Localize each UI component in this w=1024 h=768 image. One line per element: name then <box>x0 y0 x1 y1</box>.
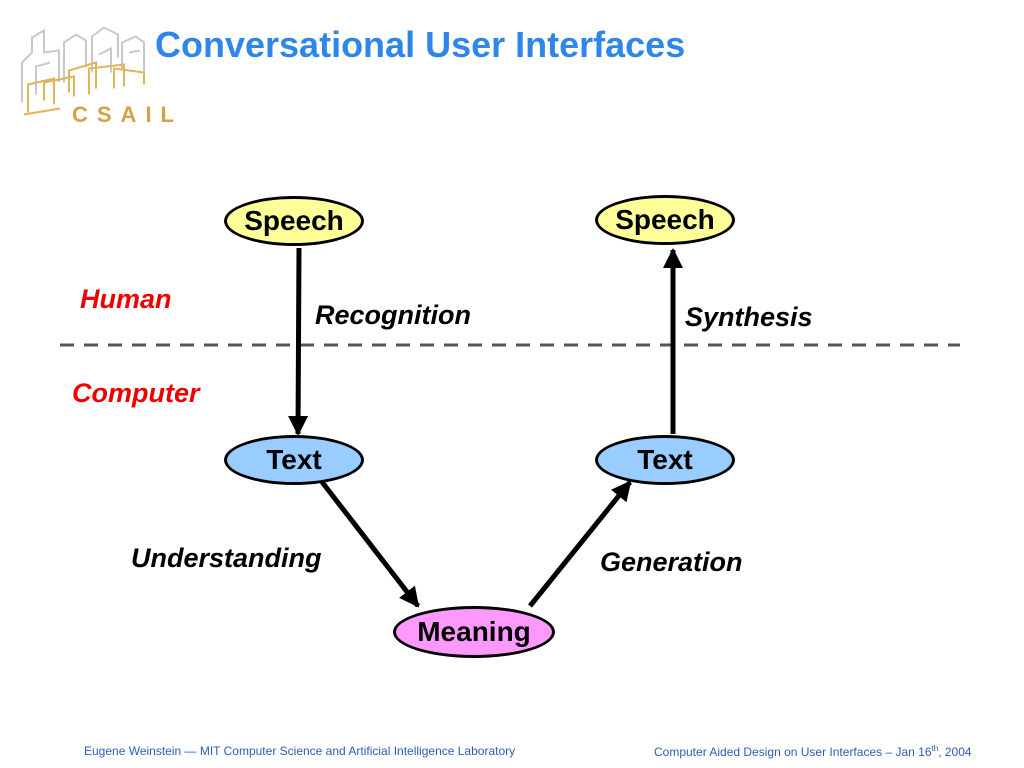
meaning-node: Meaning <box>393 606 555 658</box>
slide-title: Conversational User Interfaces <box>155 24 686 65</box>
speech-input-node: Speech <box>224 196 364 246</box>
footer-event-text: Computer Aided Design on User Interfaces… <box>654 745 932 759</box>
text-input-node: Text <box>224 435 364 485</box>
csail-buildings-logo-icon <box>21 26 145 116</box>
footer-author: Eugene Weinstein — MIT Computer Science … <box>84 744 516 758</box>
human-region-label: Human <box>80 284 172 314</box>
footer-event-year: , 2004 <box>938 745 972 759</box>
computer-region-label: Computer <box>72 378 200 408</box>
logo-text: CSAIL <box>72 102 183 127</box>
understanding-arrow <box>320 480 420 608</box>
generation-label: Generation <box>600 547 743 577</box>
text-output-node: Text <box>595 435 735 485</box>
footer-event: Computer Aided Design on User Interfaces… <box>654 744 972 759</box>
recognition-arrow <box>288 247 309 436</box>
synthesis-label: Synthesis <box>685 302 813 332</box>
understanding-label: Understanding <box>131 543 322 573</box>
footer-event-sup: th <box>931 744 939 753</box>
generation-arrow <box>528 480 632 608</box>
speech-output-node: Speech <box>595 195 735 245</box>
recognition-label: Recognition <box>315 300 471 330</box>
